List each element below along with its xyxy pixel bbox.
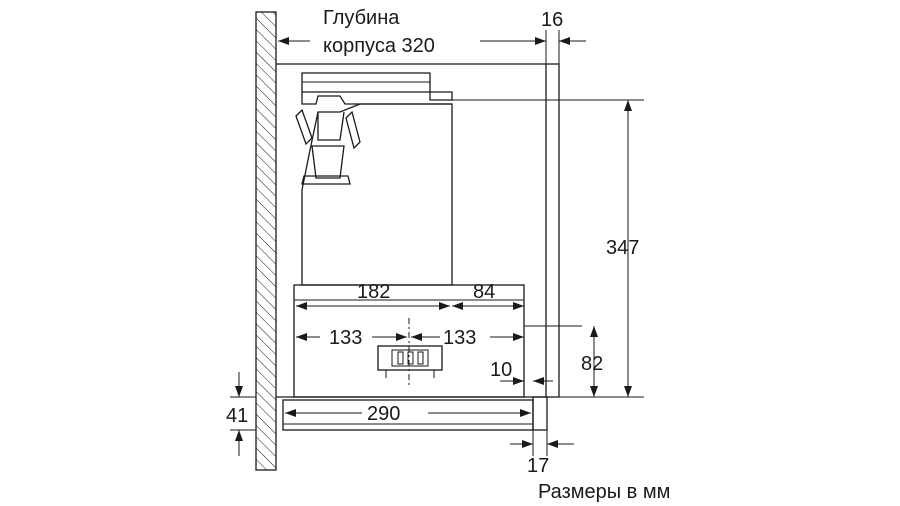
dim-290: 290 [285,403,531,425]
fan-connector [377,345,443,378]
dim-84: 84 [452,281,525,312]
hood-motor-unit [295,72,453,286]
label-182: 182 [357,281,390,303]
dim-10: 10 [490,359,553,392]
dim-depth-320: Глубина корпуса 320 [278,7,547,64]
label-290: 290 [367,403,400,425]
extractor-module [293,284,525,398]
dim-16: 16 [541,9,586,64]
label-347: 347 [606,237,639,259]
label-16: 16 [541,9,563,31]
label-depth-line2: корпуса 320 [323,35,435,57]
dim-17: 17 [510,430,574,477]
dim-133-left: 133 [296,327,407,349]
label-depth-line1: Глубина [323,7,400,29]
dim-182: 182 [296,281,450,310]
pull-out-panel [282,396,548,431]
label-133-right: 133 [443,327,476,349]
label-82: 82 [581,353,603,375]
dim-41: 41 [226,372,256,456]
label-10: 10 [490,359,512,381]
wall [255,11,277,471]
label-41: 41 [226,405,248,427]
label-84: 84 [473,281,495,303]
dim-133-right: 133 [411,325,582,349]
units-note: Размеры в мм [538,481,670,503]
dim-347: 347 [452,99,644,398]
dim-82: 82 [581,326,603,397]
label-17: 17 [527,455,549,477]
label-133-left: 133 [329,327,362,349]
